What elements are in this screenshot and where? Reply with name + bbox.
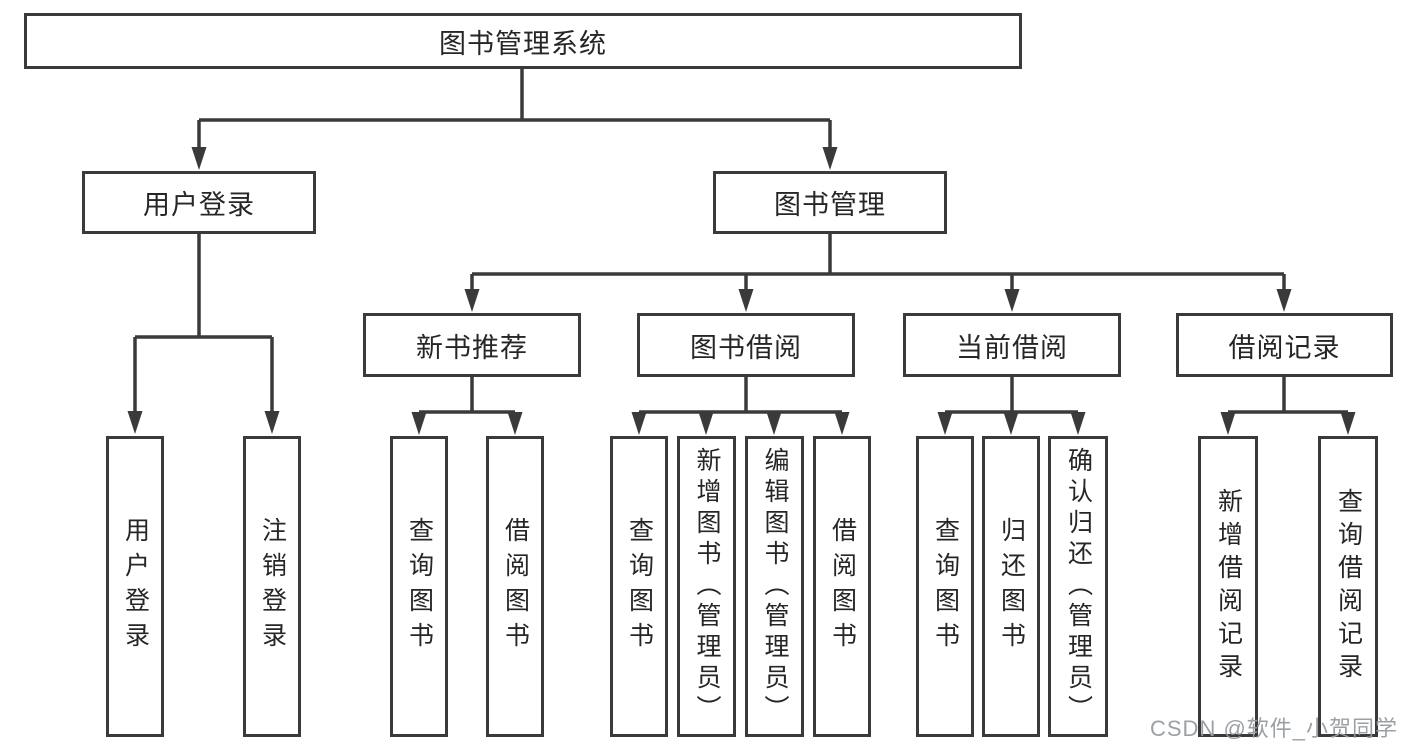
- connector-current-to-leaves: [945, 377, 1078, 414]
- node-leaf-borrow-books-recommendation: 借阅图书: [486, 436, 544, 737]
- node-leaf-add-borrow-record: 新增借阅记录: [1198, 436, 1258, 737]
- node-leaf-query-books-recommendation: 查询图书: [390, 436, 448, 737]
- node-book-borrowing: 图书借阅: [637, 313, 855, 377]
- connector-records-to-leaves: [1228, 377, 1348, 414]
- arrowhead: [1004, 289, 1020, 312]
- arrowhead: [698, 412, 714, 435]
- connector-user-login-to-leaves: [133, 234, 274, 414]
- connector-new-book-to-leaves: [419, 377, 515, 414]
- arrowhead: [1220, 412, 1236, 435]
- node-leaf-edit-books-admin: 编辑图书（管理员）: [745, 436, 804, 737]
- node-leaf-user-login: 用户登录: [106, 436, 164, 737]
- node-leaf-return-books: 归还图书: [982, 436, 1040, 737]
- arrowhead: [264, 411, 280, 434]
- node-leaf-query-books-borrowing: 查询图书: [610, 436, 668, 737]
- arrowhead: [464, 289, 480, 312]
- arrowhead: [1340, 412, 1356, 435]
- arrowhead: [411, 412, 427, 435]
- arrowhead: [766, 412, 782, 435]
- arrowhead: [834, 412, 850, 435]
- node-current-borrowing: 当前借阅: [903, 313, 1121, 377]
- arrowhead: [127, 411, 143, 434]
- node-leaf-borrow-books-borrowing: 借阅图书: [813, 436, 871, 737]
- node-book-management-system: 图书管理系统: [24, 13, 1022, 69]
- arrowhead: [191, 147, 207, 170]
- arrowhead: [1276, 289, 1292, 312]
- arrowhead: [937, 412, 953, 435]
- node-new-book-recommendation: 新书推荐: [363, 313, 581, 377]
- arrowhead: [1070, 412, 1086, 435]
- node-leaf-logout: 注销登录: [243, 436, 301, 737]
- node-user-login: 用户登录: [82, 171, 316, 234]
- node-leaf-confirm-return-admin: 确认归还（管理员）: [1048, 436, 1108, 737]
- node-borrowing-records: 借阅记录: [1176, 313, 1393, 377]
- connector-book-mgmt-to-level3: [470, 234, 1286, 292]
- node-leaf-add-books-admin: 新增图书（管理员）: [677, 436, 736, 737]
- node-leaf-query-borrow-record: 查询借阅记录: [1318, 436, 1378, 737]
- arrowheads: [127, 147, 1356, 435]
- arrowhead: [507, 412, 523, 435]
- connector-root-to-level2: [197, 69, 832, 150]
- node-leaf-query-books-current: 查询图书: [916, 436, 974, 737]
- node-book-management: 图书管理: [713, 171, 947, 234]
- arrowhead: [822, 147, 838, 170]
- arrowhead: [738, 289, 754, 312]
- csdn-watermark: CSDN @软件_小贺同学: [1150, 716, 1399, 741]
- arrowhead: [1003, 412, 1019, 435]
- connector-borrowing-to-leaves: [639, 377, 842, 414]
- arrowhead: [631, 412, 647, 435]
